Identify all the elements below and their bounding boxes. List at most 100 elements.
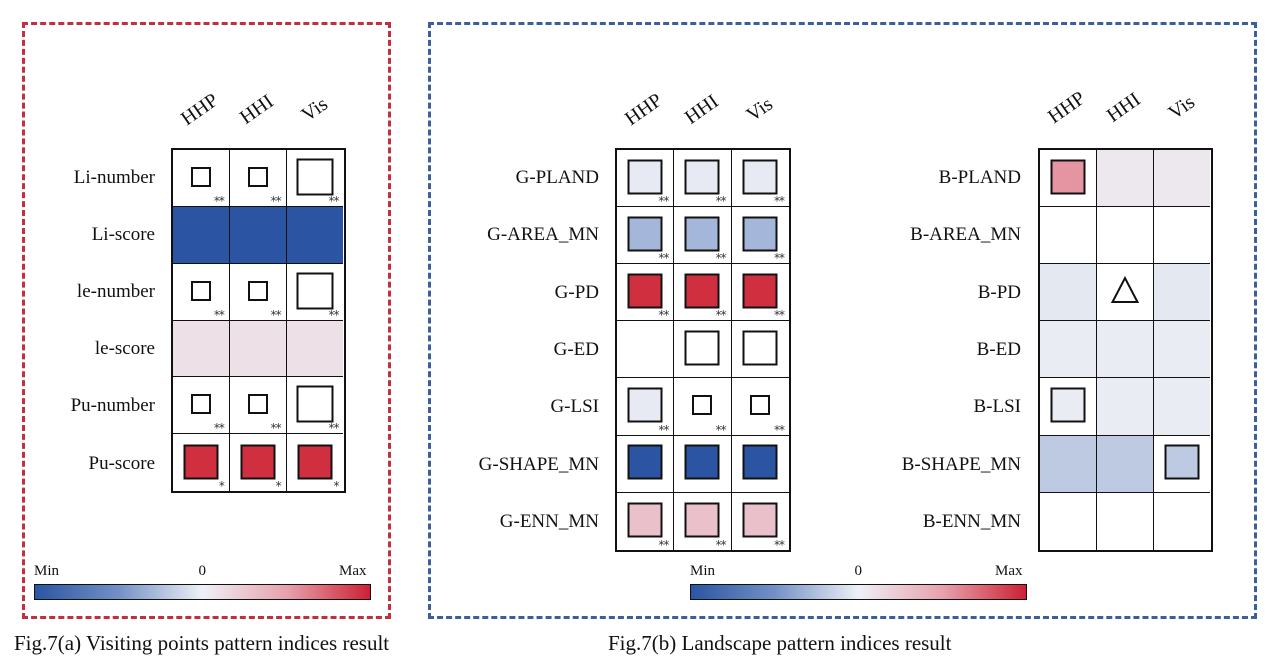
heatmap-cell xyxy=(731,435,789,493)
significance-mark: ** xyxy=(658,308,669,323)
marker-square xyxy=(742,273,778,309)
heatmap-cell: ** xyxy=(617,207,675,266)
marker-square xyxy=(742,159,778,195)
marker-square xyxy=(627,216,663,252)
heatmap-cell: ** xyxy=(731,264,789,323)
marker-square xyxy=(684,502,720,538)
row-label: G-ENN_MN xyxy=(499,511,599,533)
significance-mark: ** xyxy=(328,307,339,322)
caption-a: Fig.7(a) Visiting points pattern indices… xyxy=(14,631,390,655)
heatmap-cell: ** xyxy=(674,150,732,209)
heatmap-grid: ****************************** xyxy=(615,148,791,552)
marker-square xyxy=(742,216,778,252)
significance-mark: ** xyxy=(658,251,669,266)
heatmap-cell: ** xyxy=(674,264,732,322)
heatmap-cell xyxy=(1096,321,1154,379)
significance-mark: ** xyxy=(658,537,669,552)
heatmap-cell: ** xyxy=(173,150,230,208)
row-label: G-PD xyxy=(554,281,599,303)
heatmap-cell xyxy=(1153,150,1211,208)
significance-mark: ** xyxy=(213,421,225,436)
heatmap-cell xyxy=(731,321,789,379)
significance-mark: ** xyxy=(328,193,339,208)
significance-mark: * xyxy=(275,479,282,494)
heatmap-cell: ** xyxy=(286,377,344,435)
row-label: G-ED xyxy=(553,338,599,360)
row-label: Pu-score xyxy=(88,452,155,474)
heatmap-cell xyxy=(229,206,287,264)
heatmap-cell: ** xyxy=(286,150,344,208)
marker-square xyxy=(627,387,663,423)
row-label: le-score xyxy=(94,338,155,360)
significance-mark: ** xyxy=(773,308,785,323)
marker-square xyxy=(297,444,333,480)
heatmap-cell xyxy=(173,320,230,378)
significance-mark: * xyxy=(333,479,339,494)
marker-triangle xyxy=(1110,276,1139,304)
heatmap-cell xyxy=(1040,264,1097,322)
colorbar-max-label: Max xyxy=(995,563,1023,579)
colorbar-zero-label: 0 xyxy=(198,563,207,579)
marker-square xyxy=(1050,387,1086,423)
panel-a-frame xyxy=(22,22,391,619)
heatmap-cell: ** xyxy=(617,492,675,552)
heatmap-cell xyxy=(286,206,344,264)
row-label: B-ENN_MN xyxy=(922,511,1021,533)
marker-square xyxy=(684,273,720,309)
row-label: B-AREA_MN xyxy=(910,224,1021,246)
heatmap-cell: ** xyxy=(229,377,287,436)
heatmap-cell xyxy=(1153,492,1211,550)
heatmap-cell xyxy=(1040,378,1097,436)
significance-mark: ** xyxy=(658,194,669,209)
heatmap-cell: ** xyxy=(731,150,789,209)
heatmap-cell: ** xyxy=(674,207,732,266)
marker-square xyxy=(247,280,268,301)
heatmap-cell: ** xyxy=(674,378,732,437)
heatmap-cell xyxy=(1153,321,1211,379)
marker-square xyxy=(742,502,778,538)
row-label: B-SHAPE_MN xyxy=(901,453,1021,475)
marker-square xyxy=(750,395,771,416)
heatmap-cell xyxy=(1040,435,1097,493)
heatmap-cell xyxy=(1096,150,1154,208)
heatmap-cell: ** xyxy=(731,207,789,266)
marker-square xyxy=(296,158,334,196)
marker-square xyxy=(190,280,211,301)
marker-square xyxy=(627,502,663,538)
heatmap-cell xyxy=(1153,264,1211,322)
significance-mark: ** xyxy=(715,251,727,266)
significance-mark: ** xyxy=(270,307,282,322)
heatmap-cell: * xyxy=(173,434,230,493)
row-label: Li-number xyxy=(73,166,155,188)
heatmap-cell: ** xyxy=(674,492,732,552)
marker-square xyxy=(684,159,720,195)
heatmap-cell xyxy=(1153,435,1211,493)
heatmap-cell xyxy=(617,435,675,493)
heatmap-cell: ** xyxy=(617,264,675,323)
colorbar xyxy=(690,584,1027,600)
row-label: G-PLAND xyxy=(515,166,599,188)
marker-square xyxy=(183,444,219,480)
colorbar-zero-label: 0 xyxy=(854,563,863,579)
heatmap-cell xyxy=(1096,378,1154,436)
significance-mark: ** xyxy=(213,193,225,208)
marker-square xyxy=(190,394,211,415)
marker-square xyxy=(742,330,778,366)
significance-mark: ** xyxy=(270,421,282,436)
heatmap-cell xyxy=(1096,492,1154,550)
significance-mark: ** xyxy=(773,194,785,209)
significance-mark: ** xyxy=(773,251,785,266)
marker-square xyxy=(240,444,276,480)
colorbar-max-label: Max xyxy=(339,563,367,579)
marker-square xyxy=(684,444,720,480)
heatmap-cell xyxy=(1040,207,1097,265)
panel-b-frame xyxy=(428,22,1257,619)
row-label: B-PD xyxy=(977,281,1021,303)
significance-mark: ** xyxy=(715,194,727,209)
significance-mark: ** xyxy=(715,537,727,552)
colorbar-min-label: Min xyxy=(34,563,60,579)
heatmap-cell xyxy=(1096,435,1154,493)
heatmap-cell xyxy=(173,206,230,264)
heatmap-cell xyxy=(229,320,287,378)
marker-square xyxy=(684,330,720,366)
